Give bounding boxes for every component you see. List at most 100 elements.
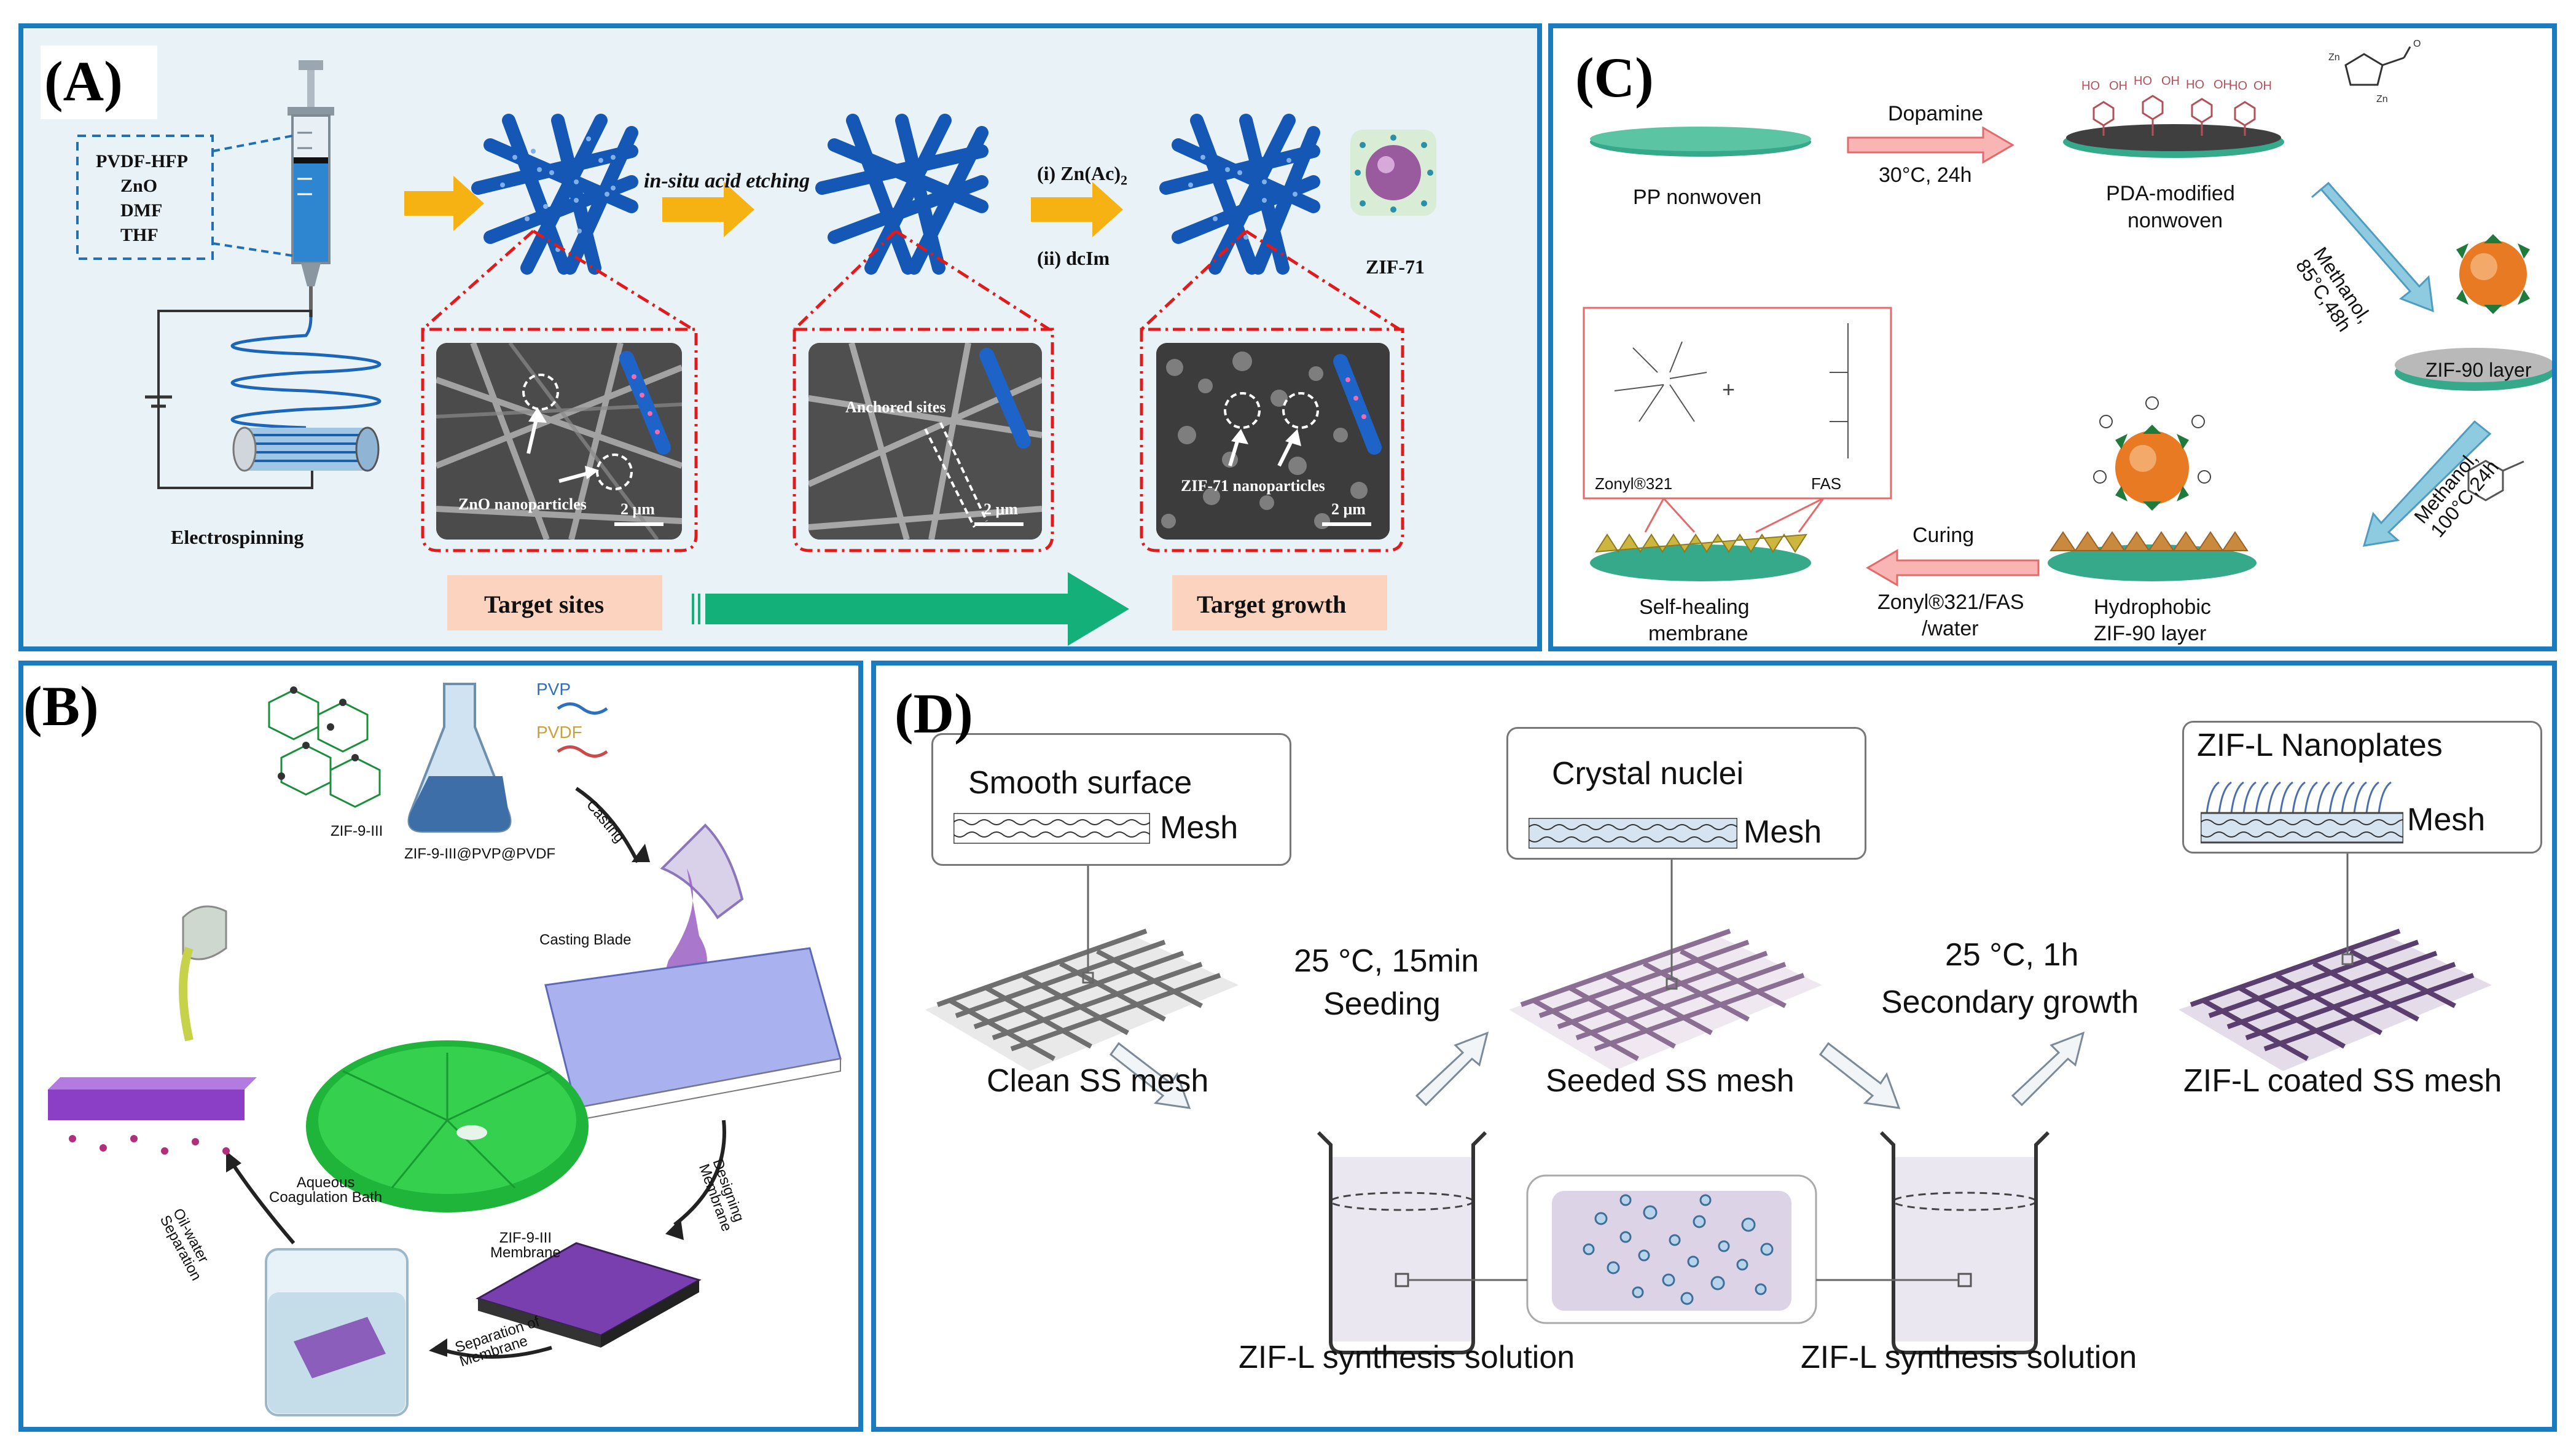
synthesis-beaker-1 bbox=[1317, 1131, 1487, 1354]
mesh-label-2: Mesh bbox=[1744, 814, 1822, 850]
composite-label: ZIF-9-III@PVP@PVDF bbox=[404, 846, 556, 862]
svg-text:HO: HO bbox=[2081, 79, 2100, 93]
separation-arrow bbox=[434, 1346, 552, 1359]
svg-text:OH: OH bbox=[2161, 74, 2180, 88]
zonyl-label: Zonyl®321 bbox=[1595, 474, 1673, 493]
panel-a: ZnO nanoparticles 2 μm Anchored sites 2 … bbox=[18, 23, 1542, 651]
seeded-ss-mesh bbox=[1509, 929, 1822, 1071]
svg-text:HO: HO bbox=[2229, 79, 2247, 93]
pvp-label: PVP bbox=[536, 680, 571, 699]
etching-label: in-situ acid etching bbox=[644, 170, 810, 192]
zif9-framework-icon bbox=[268, 689, 381, 808]
self-healing-label-1: Self-healing bbox=[1639, 595, 1750, 619]
collector-drum bbox=[232, 426, 380, 472]
fluorinated-molecule bbox=[2467, 460, 2524, 501]
zif71-label: ZIF-71 bbox=[1366, 256, 1425, 278]
fiber-mesh-zif bbox=[1159, 114, 1320, 275]
hollow-arrow-3 bbox=[1818, 1042, 1901, 1109]
growth-label: Secondary growth bbox=[1881, 984, 2139, 1020]
zoom-frame-3 bbox=[1140, 328, 1404, 552]
curing-label: Curing bbox=[1912, 524, 1975, 547]
svg-text:O: O bbox=[2413, 39, 2421, 49]
zoom-frame-1 bbox=[421, 328, 698, 552]
arrow-2 bbox=[662, 182, 754, 237]
panel-b-label: (B) bbox=[23, 675, 99, 737]
panel-a-label-bg bbox=[41, 45, 157, 119]
svg-text:OH: OH bbox=[2253, 79, 2272, 93]
zif71-crystal-icon bbox=[1350, 130, 1436, 216]
panel-a-graphics bbox=[76, 60, 1436, 646]
svg-text:HO: HO bbox=[2134, 74, 2152, 88]
target-growth-box bbox=[1172, 575, 1387, 630]
fas-label: FAS bbox=[1811, 474, 1842, 493]
synthesis-solution-label-1: ZIF-L synthesis solution bbox=[1239, 1340, 1575, 1375]
arrow-1 bbox=[404, 176, 484, 231]
pp-nonwoven-label: PP nonwoven bbox=[1633, 186, 1762, 209]
svg-text:Zn: Zn bbox=[2376, 94, 2388, 104]
hollow-arrow-1 bbox=[1109, 1042, 1191, 1109]
svg-text:Zn: Zn bbox=[2328, 52, 2340, 63]
target-sites-box bbox=[447, 575, 662, 630]
curing-condition-1: Zonyl®321/FAS bbox=[1877, 591, 2024, 614]
panel-c-label: (C) bbox=[1575, 46, 1654, 109]
sem-image-anchored: Anchored sites 2 μm bbox=[808, 343, 1042, 540]
scale-bar-label: 2 μm bbox=[621, 500, 655, 518]
seeding-condition: 25 °C, 15min bbox=[1294, 943, 1479, 979]
methanol-arrow-2 bbox=[2362, 420, 2492, 547]
hollow-arrow-4 bbox=[2011, 1031, 2085, 1107]
step-i-label: (i) Zn(Ac)2 bbox=[1037, 162, 1127, 188]
syringe-icon bbox=[288, 60, 334, 317]
hydrophobic-label-2: ZIF-90 layer bbox=[2094, 622, 2207, 645]
bath-label: Aqueous Coagulation Bath bbox=[269, 1174, 383, 1206]
material-2: ZnO bbox=[120, 176, 158, 196]
coated-ss-mesh bbox=[2179, 929, 2492, 1071]
zif90-particle bbox=[2456, 234, 2530, 314]
growth-condition: 25 °C, 1h bbox=[1945, 937, 2079, 973]
pvdf-label: PVDF bbox=[536, 723, 582, 742]
dopamine-condition: 30°C, 24h bbox=[1879, 163, 1972, 187]
panel-d: (D) Smooth surface Mesh Crystal nuclei M… bbox=[871, 661, 2557, 1432]
seeded-mesh-label: Seeded SS mesh bbox=[1546, 1063, 1795, 1099]
mesh-cross-section-2 bbox=[1529, 818, 1737, 849]
zif71-np-label: ZIF-71 nanoparticles bbox=[1181, 477, 1325, 495]
dopamine-label: Dopamine bbox=[1888, 102, 1983, 125]
flask-icon bbox=[407, 683, 512, 833]
panel-b: (B) PVP PVDF ZIF-9-III ZIF-9-III@PVP@PVD… bbox=[18, 661, 863, 1432]
anchored-label: Anchored sites bbox=[845, 398, 946, 416]
zif9-label: ZIF-9-III bbox=[331, 823, 383, 839]
materials-box bbox=[76, 135, 214, 260]
curing-condition-2: /water bbox=[1922, 617, 1979, 640]
material-3: DMF bbox=[120, 200, 163, 221]
material-4: THF bbox=[120, 225, 159, 245]
svg-text:+: + bbox=[1722, 377, 1735, 402]
coating-molecules-box bbox=[1583, 307, 1892, 500]
hydrophobic-label-1: Hydrophobic bbox=[2094, 595, 2211, 619]
jet-spiral bbox=[230, 316, 382, 430]
dopamine-arrow bbox=[1847, 126, 2014, 164]
hollow-arrow-2 bbox=[1415, 1031, 1489, 1107]
crystal-nuclei-label: Crystal nuclei bbox=[1552, 756, 1744, 791]
curing-arrow bbox=[1866, 549, 2040, 587]
step-ii-label: (ii) dcIm bbox=[1037, 247, 1110, 269]
coagulation-bath-icon bbox=[265, 1248, 409, 1416]
material-1: PVDF-HFP bbox=[96, 151, 188, 171]
smooth-surface-callout bbox=[931, 733, 1291, 866]
methanol-arrow-1 bbox=[2311, 181, 2434, 313]
panel-b-graphics bbox=[48, 683, 842, 1416]
pda-label-1: PDA-modified bbox=[2106, 182, 2235, 205]
casting-arrow bbox=[575, 787, 640, 863]
membrane-label: ZIF-9-III Membrane bbox=[490, 1230, 561, 1261]
growth-arrow bbox=[705, 572, 1129, 646]
synthesis-beaker-2 bbox=[1879, 1131, 2050, 1354]
panel-a-label: (A) bbox=[44, 50, 123, 112]
panel-d-label: (D) bbox=[895, 682, 973, 745]
hydrophobic-zif90-particle bbox=[2093, 396, 2211, 511]
imidazole-molecule bbox=[2344, 46, 2411, 86]
scale-bar-label: 2 μm bbox=[1331, 500, 1366, 518]
mesh-cross-section-1 bbox=[953, 813, 1150, 844]
panel-d-graphics bbox=[925, 849, 2492, 1354]
scale-bar-label: 2 μm bbox=[984, 500, 1018, 518]
casting-beaker bbox=[660, 823, 744, 988]
seeding-label: Seeding bbox=[1323, 986, 1441, 1022]
